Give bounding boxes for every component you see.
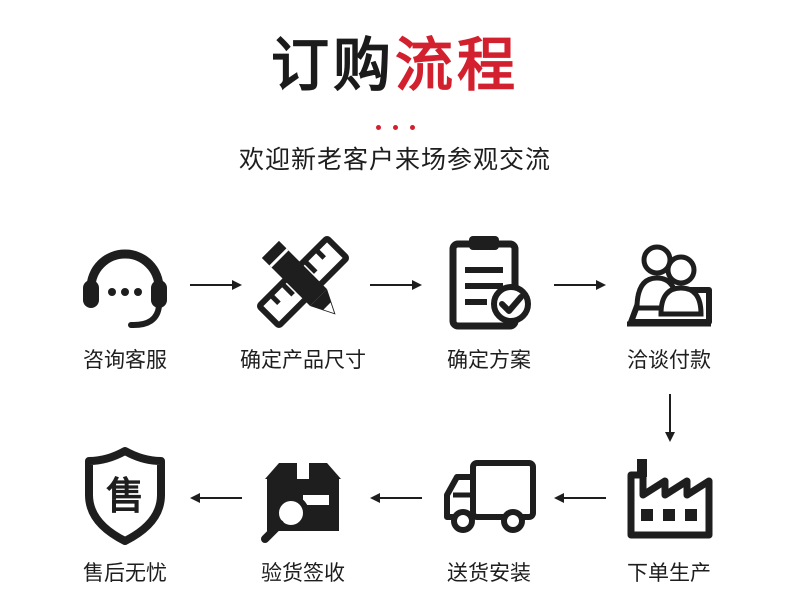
step-payment: 洽谈付款 — [584, 232, 754, 374]
step-size: 确定产品尺寸 — [218, 232, 388, 374]
arrow-left-icon — [370, 493, 422, 503]
step-label: 洽谈付款 — [627, 348, 711, 372]
step-aftersale: 售 售后无忧 — [40, 445, 210, 587]
arrow-right-icon — [554, 280, 606, 290]
step-label: 下单生产 — [627, 561, 711, 585]
title-accent-part: 流程 — [395, 31, 520, 99]
step-inspect: 验货签收 — [218, 445, 388, 587]
step-label: 售后无忧 — [83, 561, 167, 585]
dot — [375, 125, 381, 130]
shield-after-sale-icon: 售 — [85, 447, 165, 545]
arrow-left-icon — [554, 493, 606, 503]
factory-icon — [627, 459, 713, 539]
step-label: 验货签收 — [261, 561, 345, 585]
title-dark-part: 订购 — [270, 31, 395, 99]
truck-icon — [444, 460, 536, 533]
headset-icon — [83, 249, 167, 329]
step-plan: 确定方案 — [404, 232, 574, 374]
page-title: 订购流程 — [0, 30, 790, 100]
people-meeting-icon — [627, 244, 712, 327]
title-dots — [0, 115, 790, 134]
subtitle: 欢迎新老客户来场参观交流 — [238, 145, 551, 174]
clipboard-check-icon — [449, 236, 531, 330]
dot — [409, 125, 415, 130]
arrow-right-icon — [190, 280, 242, 290]
arrow-down-icon — [665, 394, 675, 442]
step-label: 确定产品尺寸 — [240, 348, 366, 372]
shield-char: 售 — [106, 474, 144, 518]
pencil-ruler-icon — [256, 235, 350, 329]
arrow-left-icon — [190, 493, 242, 503]
step-label: 确定方案 — [447, 348, 531, 372]
arrow-right-icon — [370, 280, 422, 290]
step-consult: 咨询客服 — [40, 232, 210, 374]
step-label: 咨询客服 — [83, 348, 167, 372]
dot — [392, 125, 398, 130]
step-delivery: 送货安装 — [404, 445, 574, 587]
step-production: 下单生产 — [584, 445, 754, 587]
step-label: 送货安装 — [447, 561, 531, 585]
package-inspect-icon — [261, 463, 341, 543]
